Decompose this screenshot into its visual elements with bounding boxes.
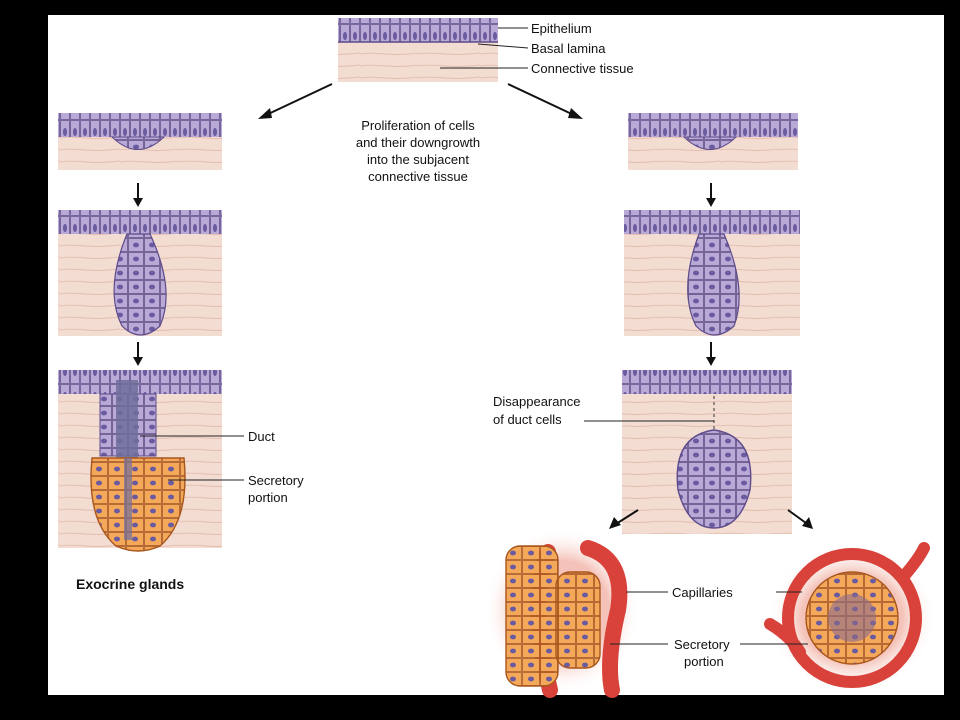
secretory-right-label-1: Secretory <box>674 637 730 652</box>
endocrine-split-arrows <box>609 509 813 529</box>
endocrine-labels: Capillaries Secretory portion <box>610 585 808 669</box>
disappearance-label-1: Disappearance <box>493 394 580 409</box>
endocrine-stage-1 <box>628 113 798 170</box>
svg-text:into the subjacent: into the subjacent <box>367 152 469 167</box>
duct-lumen <box>116 380 138 460</box>
duct-label: Duct <box>248 429 275 444</box>
top-connective-tissue <box>338 42 498 82</box>
proliferation-caption: Proliferation of cells and their downgro… <box>356 118 480 184</box>
connective-tissue-label: Connective tissue <box>531 61 634 76</box>
capillaries-label: Capillaries <box>672 585 733 600</box>
endocrine-stage-3: Disappearance of duct cells <box>493 370 792 534</box>
svg-text:connective tissue: connective tissue <box>368 169 468 184</box>
secretory-portion-left <box>90 457 186 552</box>
basal-lamina-leader <box>477 43 529 49</box>
basal-lamina-label: Basal lamina <box>531 41 606 56</box>
exocrine-stage-3: Duct Secretory portion <box>58 370 304 552</box>
cord-endocrine-gland <box>484 528 640 698</box>
endocrine-arrow-1 <box>706 183 716 207</box>
diverging-arrows <box>258 83 583 119</box>
capillary-ring <box>782 548 922 688</box>
detached-cell-cluster <box>676 429 752 529</box>
exocrine-stage-2 <box>58 210 222 336</box>
epithelium-label: Epithelium <box>531 21 592 36</box>
svg-text:Proliferation of cells: Proliferation of cells <box>361 118 475 133</box>
capillary-cord-2 <box>580 540 628 698</box>
endocrine-stage-2 <box>624 210 800 336</box>
follicle-endocrine-gland <box>764 542 936 692</box>
disappearance-label-2: of duct cells <box>493 412 562 427</box>
endocrine-arrow-2 <box>706 342 716 366</box>
svg-text:and their downgrowth: and their downgrowth <box>356 135 480 150</box>
secretory-right-label-2: portion <box>684 654 724 669</box>
secretory-left-label-2: portion <box>248 490 288 505</box>
exocrine-stage-1 <box>58 113 222 170</box>
secretory-cord-2 <box>555 571 601 669</box>
follicle-center <box>828 594 876 642</box>
secretory-left-label-1: Secretory <box>248 473 304 488</box>
exocrine-arrow-2 <box>133 342 143 366</box>
exocrine-glands-title: Exocrine glands <box>76 576 184 592</box>
secretory-cord-1 <box>505 545 559 687</box>
top-epithelium <box>338 18 498 42</box>
exocrine-arrow-1 <box>133 183 143 207</box>
top-stage: Epithelium Basal lamina Connective tissu… <box>338 18 634 82</box>
